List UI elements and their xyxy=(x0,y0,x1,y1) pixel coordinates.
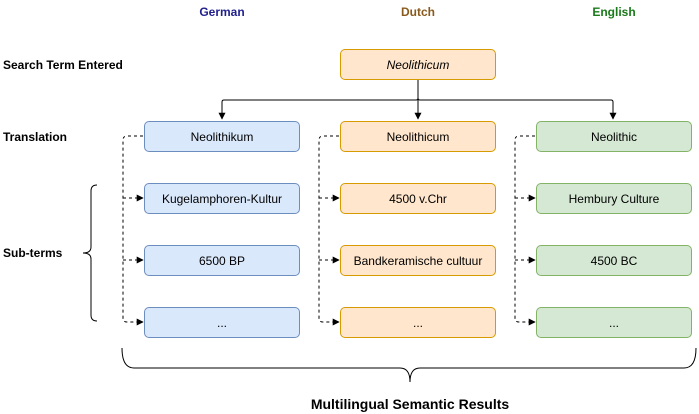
column-header-english: English xyxy=(592,5,636,19)
german-subterm-tree xyxy=(122,135,144,326)
search-term-box: Neolithicum xyxy=(340,49,496,80)
row-label-search-term: Search Term Entered xyxy=(3,58,123,72)
subterm-box-dutch-1: 4500 v.Chr xyxy=(340,183,496,214)
row-label-translation: Translation xyxy=(3,130,68,144)
subterm-box-english-3: ... xyxy=(536,307,692,338)
english-subterm-tree xyxy=(514,135,536,326)
column-header-dutch: Dutch xyxy=(401,5,435,19)
arrow-to-english-translation xyxy=(417,80,617,120)
subterm-box-german-3: ... xyxy=(144,307,300,338)
subterm-box-german-1: Kugelamphoren-Kultur xyxy=(144,183,300,214)
subterm-box-dutch-3: ... xyxy=(340,307,496,338)
search-to-translation-arrows xyxy=(218,80,617,120)
subterm-box-dutch-2: Bandkeramische cultuur xyxy=(340,245,496,276)
results-brace xyxy=(121,347,697,383)
dutch-subterm-tree xyxy=(318,135,340,326)
results-label: Multilingual Semantic Results xyxy=(310,396,510,412)
subterm-box-english-1: Hembury Culture xyxy=(536,183,692,214)
column-header-german: German xyxy=(199,5,245,19)
translation-box-english: Neolithic xyxy=(536,121,692,152)
row-label-sub-terms: Sub-terms xyxy=(3,246,63,260)
translation-box-german: Neolithikum xyxy=(144,121,300,152)
subterm-box-english-2: 4500 BC xyxy=(536,245,692,276)
translation-box-dutch: Neolithicum xyxy=(340,121,496,152)
subterms-brace xyxy=(82,184,98,322)
arrow-to-german-translation xyxy=(218,80,419,120)
subterm-box-german-2: 6500 BP xyxy=(144,245,300,276)
